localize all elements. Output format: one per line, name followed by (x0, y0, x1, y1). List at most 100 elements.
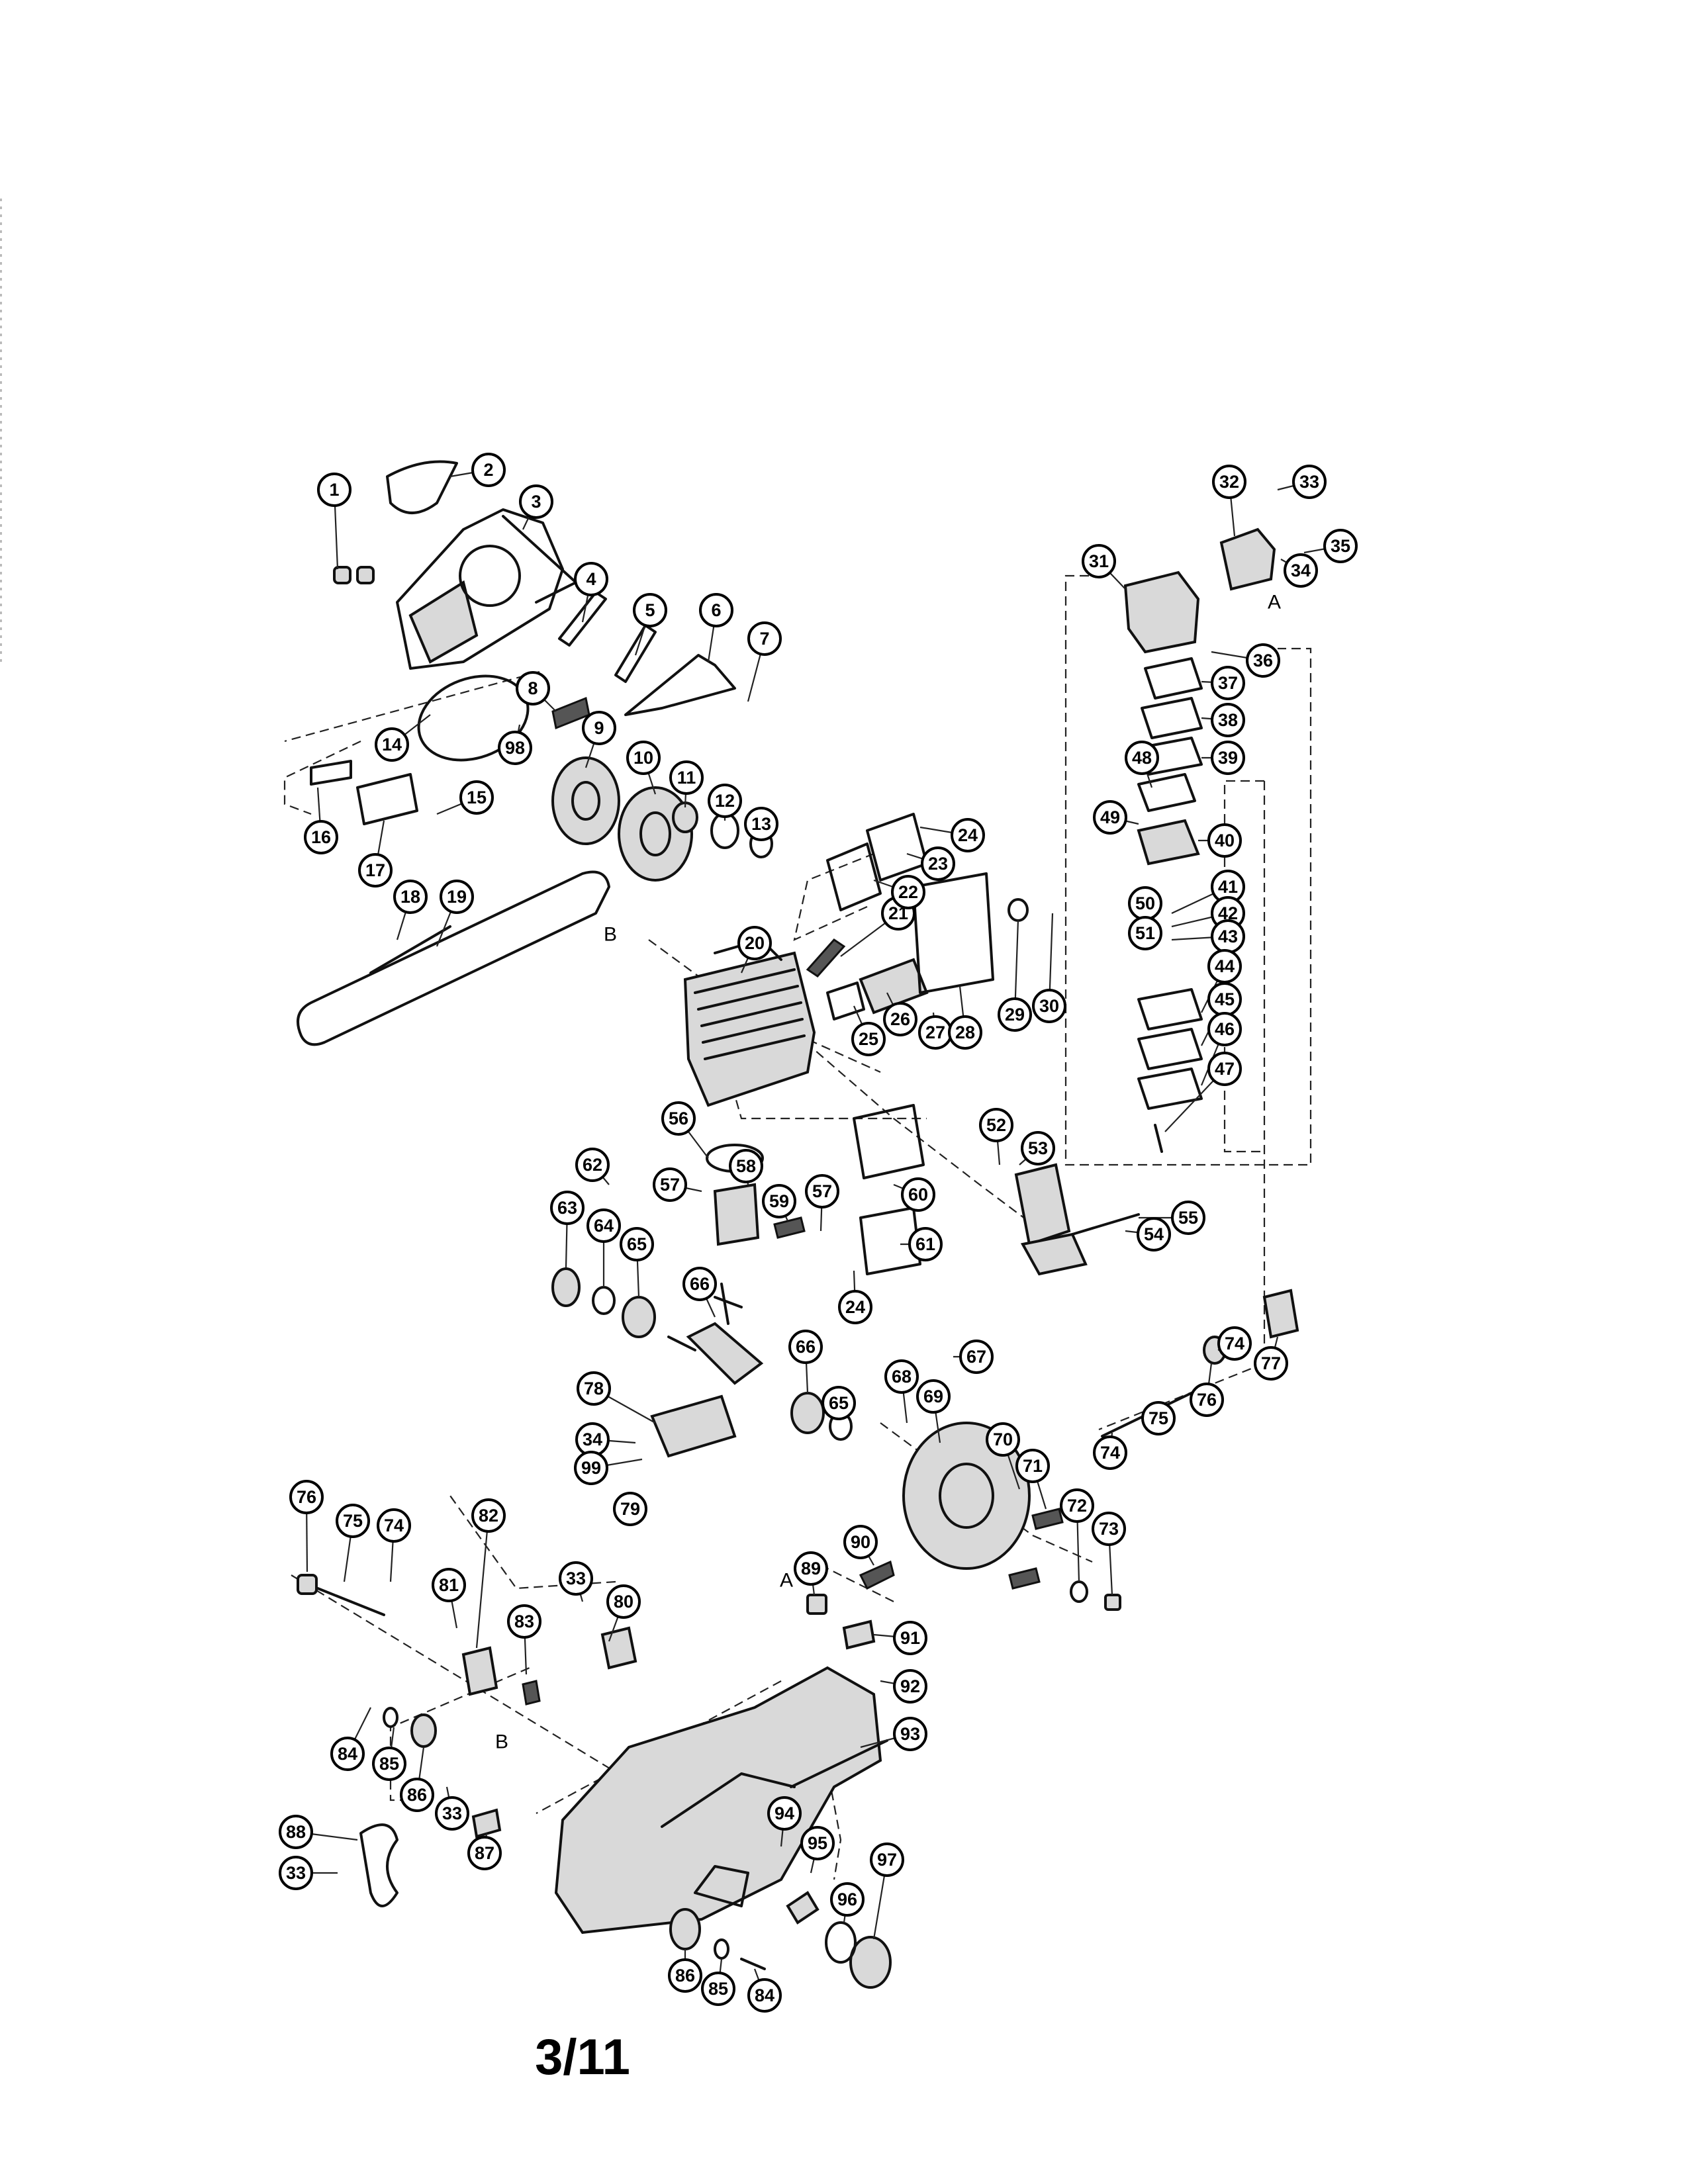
part-balloon-74: 74 (1093, 1435, 1127, 1470)
balloon-number: 91 (900, 1628, 920, 1648)
balloon-number: 18 (400, 887, 420, 907)
balloon-circle (669, 760, 704, 795)
balloon-circle (921, 846, 955, 881)
part-balloon-64: 64 (586, 1208, 621, 1243)
balloon-circle (729, 1149, 763, 1183)
part-balloon-88: 88 (279, 1815, 313, 1849)
balloon-circle (432, 1568, 466, 1602)
part-balloon-67: 67 (959, 1340, 994, 1374)
balloon-circle (1190, 1383, 1224, 1417)
balloon-circle (633, 593, 667, 627)
balloon-circle (582, 711, 616, 745)
part-balloon-65: 65 (821, 1386, 856, 1420)
balloon-number: 86 (407, 1785, 427, 1805)
balloon-circle (372, 1747, 406, 1781)
part-balloon-83: 83 (507, 1604, 541, 1639)
part-balloon-51: 51 (1128, 916, 1162, 950)
balloon-circle (1128, 916, 1162, 950)
balloon-circle (1060, 1488, 1094, 1523)
balloon-circle (336, 1504, 370, 1538)
balloon-circle (701, 1972, 735, 2006)
balloon-number: 55 (1178, 1208, 1198, 1228)
balloon-number: 90 (851, 1532, 870, 1552)
part-balloon-4: 4 (574, 562, 608, 596)
balloon-number: 62 (583, 1155, 602, 1175)
part-balloon-96: 96 (830, 1882, 865, 1917)
part-balloon-77: 77 (1254, 1346, 1288, 1381)
balloon-circle (838, 1290, 872, 1324)
part-balloon-5: 5 (633, 593, 667, 627)
balloon-circle (435, 1796, 469, 1831)
balloon-circle (519, 484, 553, 519)
balloon-circle (377, 1508, 411, 1543)
balloon-number: 45 (1215, 989, 1235, 1009)
part-drawings (297, 460, 1299, 1989)
part-balloon-99: 99 (574, 1451, 608, 1485)
balloon-number: 56 (669, 1109, 688, 1128)
balloon-number: 95 (808, 1833, 827, 1853)
balloon-circle (948, 1015, 982, 1050)
part-balloon-33: 33 (279, 1856, 313, 1890)
balloon-number: 24 (958, 825, 978, 845)
balloon-number: 94 (774, 1803, 794, 1823)
balloon-circle (574, 1451, 608, 1485)
part-balloon-84: 84 (747, 1978, 782, 2013)
balloon-number: 43 (1218, 927, 1238, 946)
balloon-number: 24 (845, 1297, 865, 1317)
balloon-circle (699, 593, 733, 627)
part-balloon-45: 45 (1207, 982, 1242, 1017)
balloon-circle (843, 1525, 878, 1559)
balloon-number: 46 (1215, 1019, 1235, 1039)
balloon-number: 66 (690, 1274, 710, 1294)
part-balloon-97: 97 (870, 1843, 904, 1877)
balloon-circle (893, 1669, 927, 1704)
balloon-number: 75 (1149, 1408, 1168, 1428)
balloon-circle (893, 1621, 927, 1655)
balloon-number: 76 (297, 1487, 316, 1507)
balloon-number: 22 (898, 882, 918, 902)
part-balloon-66: 66 (682, 1267, 717, 1301)
balloon-number: 77 (1261, 1353, 1281, 1373)
balloon-number: 63 (557, 1198, 577, 1218)
balloon-circle (1211, 666, 1245, 700)
balloon-number: 61 (915, 1234, 935, 1254)
part-balloon-33: 33 (1292, 465, 1327, 499)
part-balloon-40: 40 (1207, 823, 1242, 858)
balloon-circle (1246, 643, 1280, 678)
part-balloon-28: 28 (948, 1015, 982, 1050)
balloon-circle (1211, 741, 1245, 775)
balloon-circle (289, 1480, 324, 1514)
part-balloon-72: 72 (1060, 1488, 1094, 1523)
balloon-number: 84 (338, 1744, 357, 1764)
part-balloon-1: 1 (317, 473, 352, 507)
balloon-number: 33 (1299, 472, 1319, 492)
part-balloon-27: 27 (918, 1015, 953, 1050)
balloon-circle (330, 1737, 365, 1771)
balloon-number: 27 (925, 1023, 945, 1042)
balloon-number: 65 (829, 1393, 849, 1413)
balloon-number: 39 (1218, 748, 1238, 768)
balloon-circle (440, 880, 474, 914)
balloon-circle (1207, 823, 1242, 858)
balloon-circle (317, 473, 352, 507)
balloon-number: 48 (1132, 748, 1152, 768)
part-balloon-55: 55 (1171, 1201, 1205, 1235)
part-balloon-57: 57 (805, 1174, 839, 1208)
part-balloon-63: 63 (550, 1191, 585, 1225)
balloon-number: 81 (439, 1575, 459, 1595)
part-balloon-58: 58 (729, 1149, 763, 1183)
balloon-circle (577, 1371, 611, 1406)
part-balloon-87: 87 (467, 1836, 502, 1870)
balloon-circle (951, 818, 985, 852)
balloon-number: 26 (890, 1009, 910, 1029)
balloon-number: 34 (583, 1430, 602, 1449)
reference-letter-b: B (495, 1731, 508, 1753)
part-balloon-92: 92 (893, 1669, 927, 1704)
part-balloon-81: 81 (432, 1568, 466, 1602)
part-balloon-30: 30 (1032, 989, 1066, 1023)
balloon-number: 14 (382, 735, 402, 754)
balloon-circle (891, 875, 925, 909)
part-balloon-49: 49 (1093, 800, 1127, 835)
part-balloon-43: 43 (1211, 919, 1245, 954)
